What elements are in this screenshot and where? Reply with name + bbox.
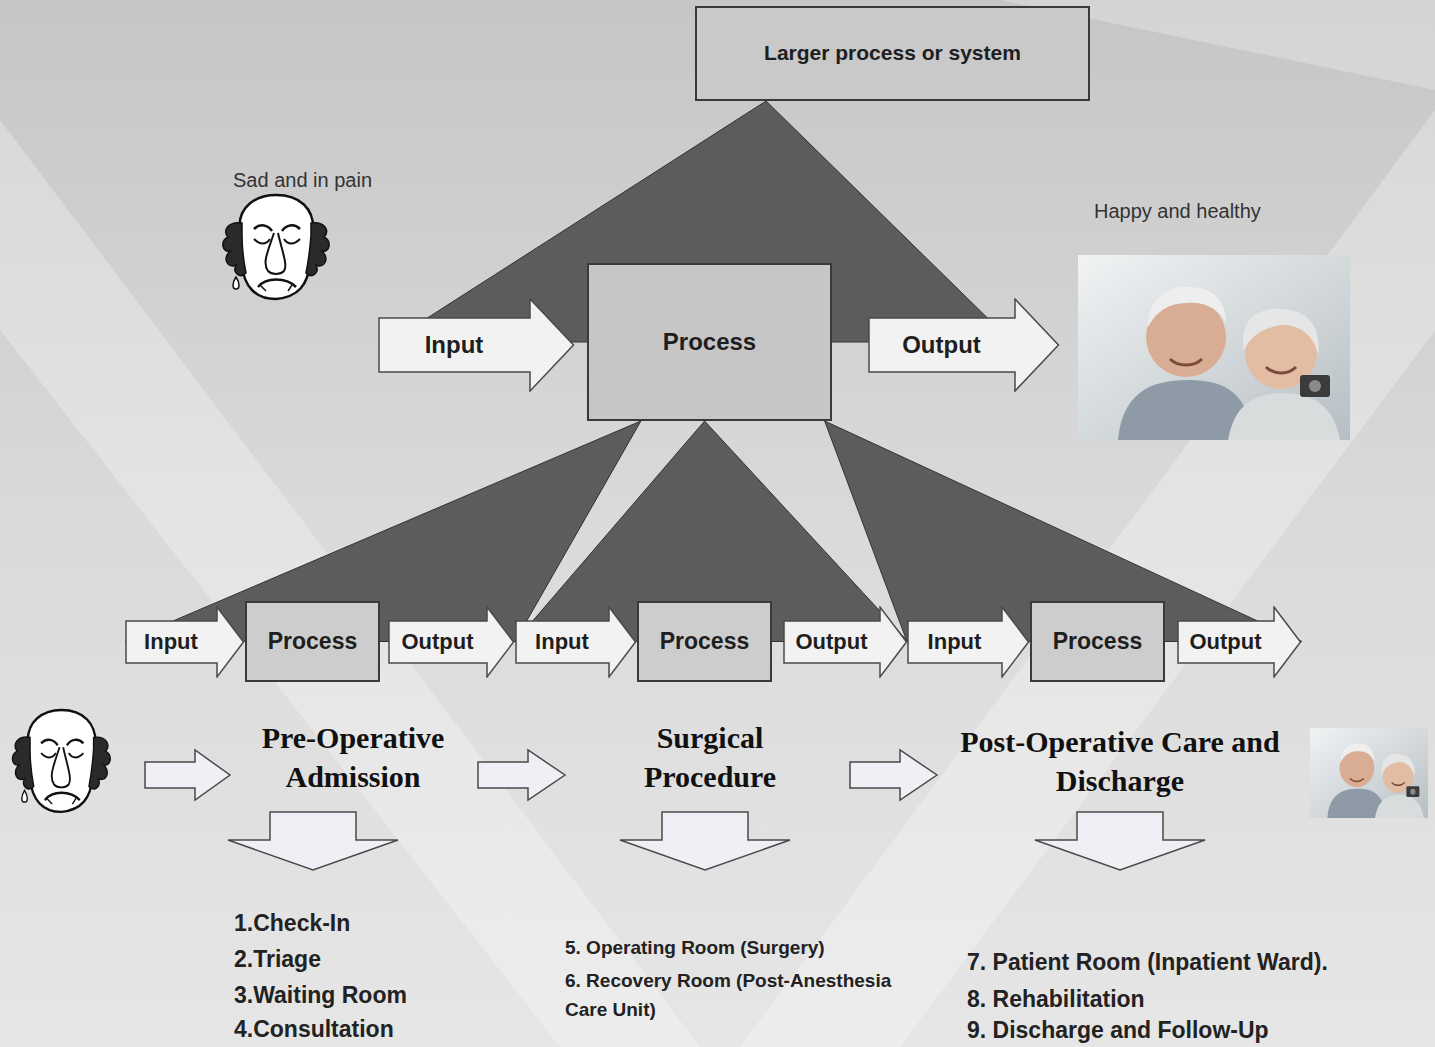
step-item: 1.Check-In — [234, 910, 534, 938]
step-item: 8. Rehabilitation — [967, 986, 1417, 1014]
down-arrow — [620, 812, 790, 870]
flow-arrow — [145, 750, 230, 800]
stage-title: Pre-Operative Admission — [228, 718, 478, 796]
arrow-body — [126, 607, 244, 677]
process-box: Process — [637, 601, 772, 682]
node-text: Input — [928, 629, 982, 654]
arrow-body — [784, 607, 907, 677]
process-box: Larger process or system — [695, 6, 1090, 101]
node-text: Output — [902, 331, 981, 359]
step-item: 4.Consultation — [234, 1016, 534, 1044]
down-arrow — [228, 812, 398, 870]
flow-arrow — [850, 750, 937, 800]
stage-title: Post-Operative Care and Discharge — [955, 722, 1285, 800]
arrow-body — [379, 299, 574, 391]
arrow-body — [908, 607, 1029, 677]
node-text: Process — [1053, 628, 1143, 654]
down-arrow — [1035, 812, 1205, 870]
arrow-shape: Input — [907, 606, 1030, 678]
arrow-shape: Output — [1177, 606, 1302, 678]
node-text: Output — [401, 629, 473, 654]
arrow-body — [869, 299, 1059, 391]
sad-face-illustration — [13, 710, 111, 812]
node-text: Input — [535, 629, 589, 654]
happy-couple-photo — [1078, 255, 1350, 440]
step-item: 5. Operating Room (Surgery) — [565, 937, 905, 960]
node-text: Output — [1189, 629, 1261, 654]
process-box: Process — [587, 263, 832, 421]
illustration-caption: Happy and healthy — [1094, 199, 1334, 223]
arrow-shape: Input — [515, 606, 637, 678]
arrow-shape: Output — [868, 298, 1060, 392]
node-text: Input — [144, 629, 198, 654]
arrow-shape: Input — [378, 298, 575, 392]
arrow-body — [516, 607, 636, 677]
sad-face-illustration — [223, 195, 329, 299]
arrow-body — [389, 607, 514, 677]
stage-title: Surgical Procedure — [600, 718, 820, 796]
node-text: Process — [663, 328, 756, 356]
step-item: 2.Triage — [234, 946, 534, 974]
illustration-caption: Sad and in pain — [233, 168, 433, 192]
step-item: 7. Patient Room (Inpatient Ward). — [967, 949, 1417, 977]
node-text: Process — [660, 628, 750, 654]
happy-couple-photo — [1310, 728, 1428, 818]
arrow-shape: Input — [125, 606, 245, 678]
step-item: 6. Recovery Room (Post-Anesthesia Care U… — [565, 967, 895, 1024]
arrow-shape: Output — [783, 606, 908, 678]
node-text: Output — [795, 629, 867, 654]
process-box: Process — [1030, 601, 1165, 682]
node-text: Process — [268, 628, 358, 654]
node-text: Larger process or system — [764, 41, 1021, 65]
arrow-body — [1178, 607, 1301, 677]
step-item: 9. Discharge and Follow-Up — [967, 1017, 1417, 1045]
step-item: 3.Waiting Room — [234, 982, 534, 1010]
flow-arrow — [478, 750, 565, 800]
arrow-shape: Output — [388, 606, 515, 678]
process-box: Process — [245, 601, 380, 682]
node-text: Input — [425, 331, 484, 359]
